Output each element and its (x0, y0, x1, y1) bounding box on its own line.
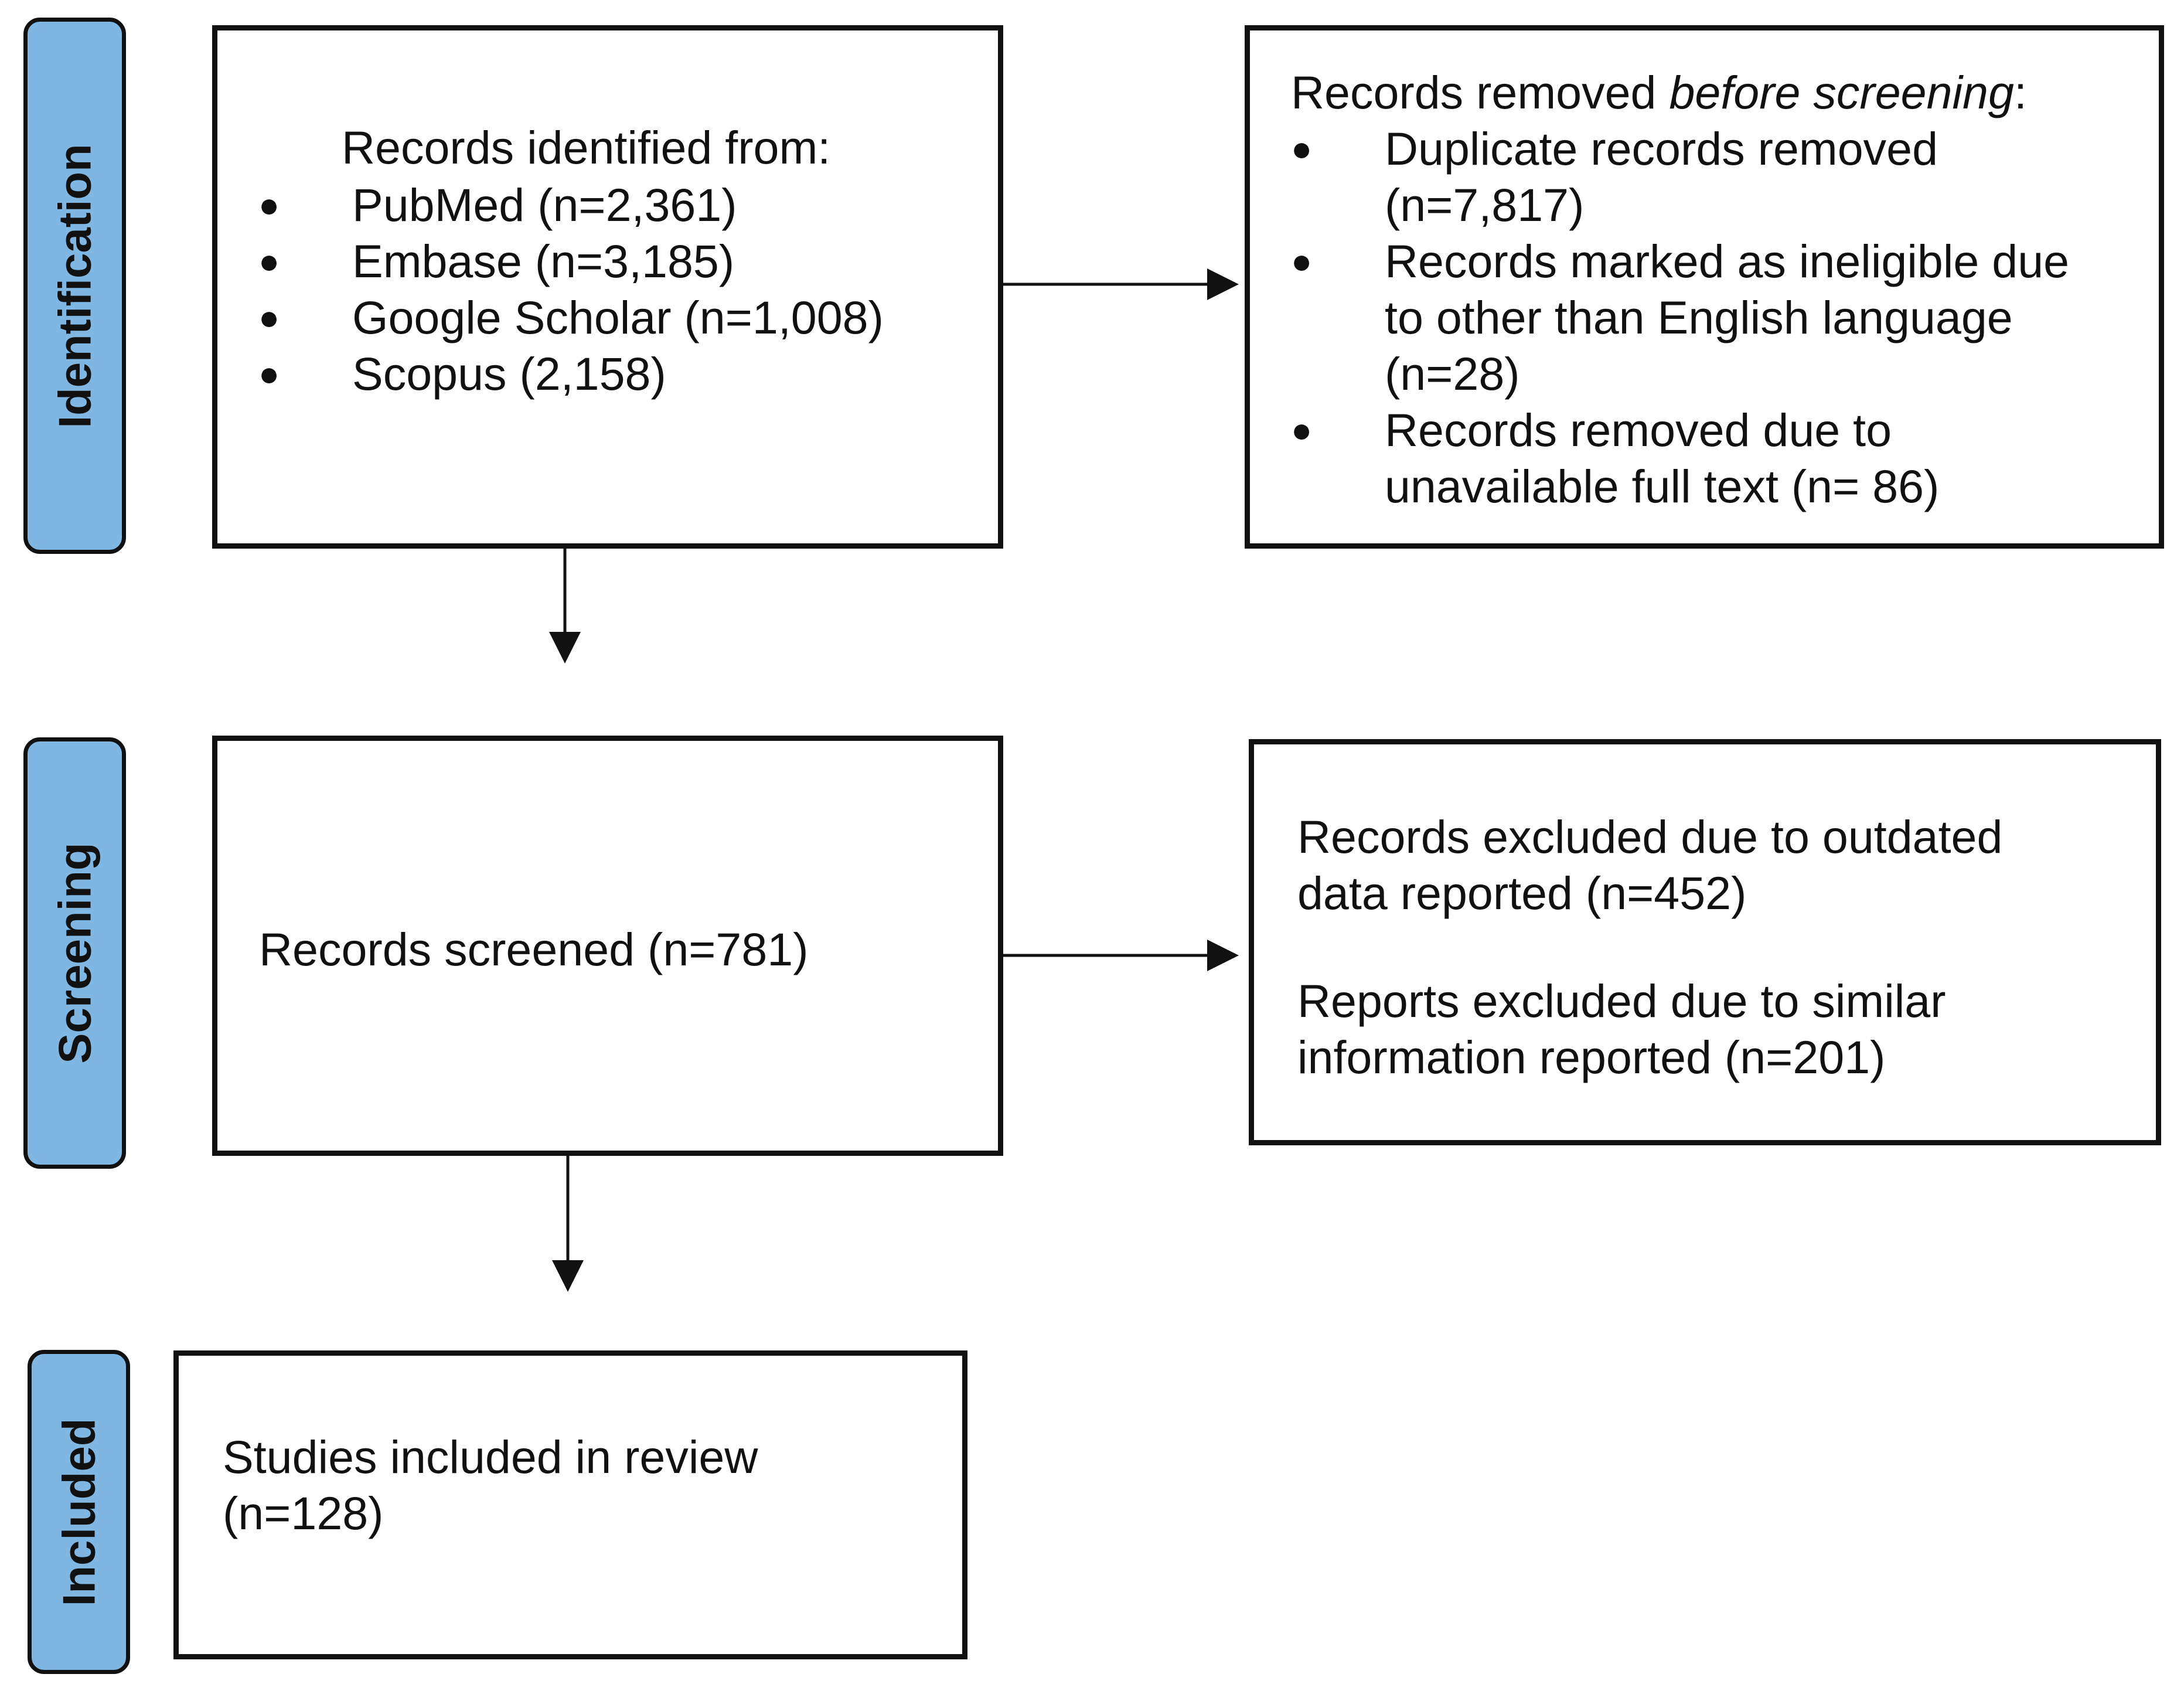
arrowhead-right (1207, 940, 1239, 971)
excluded-box: Records excluded due to outdated data re… (1249, 739, 2161, 1145)
excluded-para-1: Records excluded due to outdated data re… (1297, 811, 2003, 919)
removed-heading: Records removed before screening: (1291, 66, 2027, 118)
stage-identification: Identification (23, 18, 126, 554)
included-text: Studies included in review (n=128) (223, 1431, 758, 1539)
removed-box: Records removed before screening: ● Dupl… (1245, 25, 2164, 549)
arrowhead-right (1207, 268, 1239, 300)
screened-text: Records screened (n=781) (259, 923, 809, 975)
arrowhead-down (549, 632, 581, 664)
stage-included: Included (28, 1350, 130, 1674)
removed-list: ● Duplicate records removed (n=7,817) ● … (1291, 121, 2141, 515)
source-item: ●Google Scholar (n=1,008) (258, 291, 884, 343)
source-list: ●PubMed (n=2,361) ●Embase (n=3,185) ●Goo… (258, 177, 884, 402)
removed-item: ● Records marked as ineligible due to ot… (1291, 235, 2070, 400)
removed-item: ● Duplicate records removed (n=7,817) (1291, 123, 1938, 231)
excluded-para-2: Reports excluded due to similar informat… (1297, 975, 1946, 1083)
stage-screening: Screening (23, 737, 126, 1169)
source-item: ●Embase (n=3,185) (258, 235, 735, 287)
source-item: ●PubMed (n=2,361) (258, 179, 737, 231)
included-box: Studies included in review (n=128) (173, 1350, 967, 1659)
identification-box: Records identified from: ●PubMed (n=2,36… (212, 25, 1003, 549)
identification-heading: Records identified from: (342, 121, 831, 173)
screened-box: Records screened (n=781) (212, 736, 1003, 1156)
removed-item: ● Records removed due to unavailable ful… (1291, 404, 1940, 512)
source-item: ●Scopus (2,158) (258, 348, 666, 400)
arrowhead-down (552, 1260, 584, 1292)
